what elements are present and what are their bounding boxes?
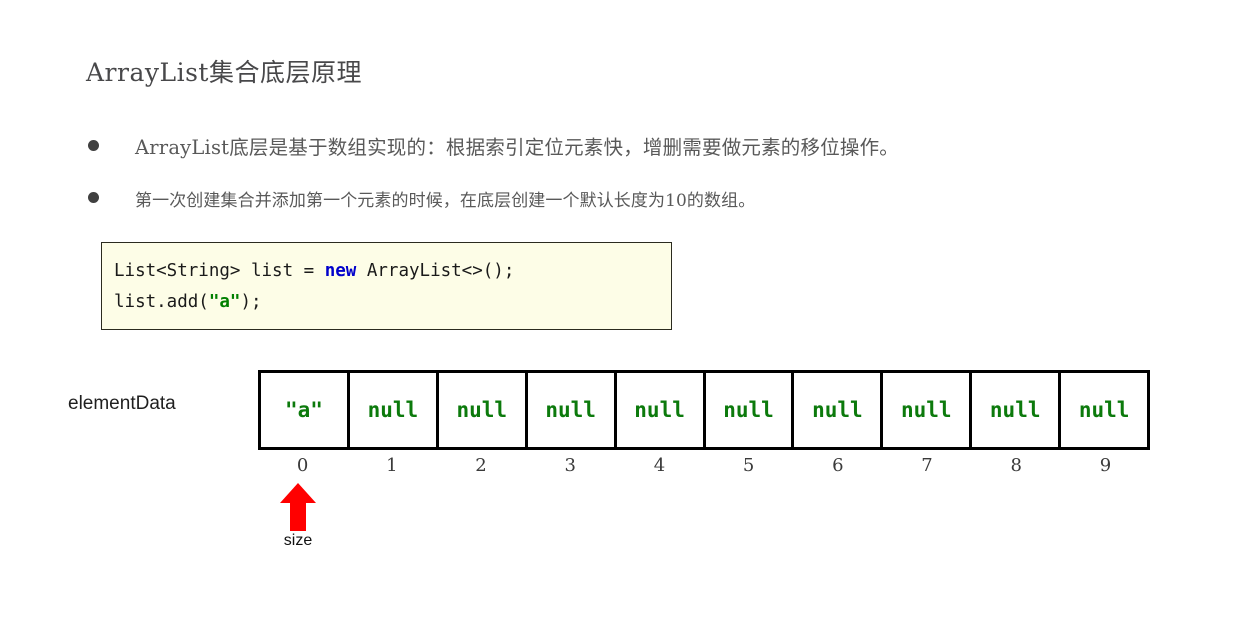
page-title: ArrayList集合底层原理 [86, 58, 362, 87]
code-line-2-part1: list.add( [114, 292, 209, 312]
array-index-9: 9 [1099, 455, 1112, 476]
array-index-0: 0 [296, 455, 309, 476]
array-cell-4: null [617, 373, 706, 447]
array-cell-8: null [972, 373, 1062, 447]
code-line-1: List<String> list = new ArrayList<>(); [114, 256, 671, 287]
size-pointer: size [275, 481, 321, 550]
up-arrow-icon [280, 483, 316, 531]
code-line-1-part2: ArrayList<>(); [356, 261, 515, 281]
bullet-text-1: ArrayList底层是基于数组实现的：根据索引定位元素快，增删需要做元素的移位… [135, 136, 899, 159]
array-cell-9: null [1078, 398, 1130, 422]
bullet-dot-icon [88, 140, 99, 151]
array-cell-5: null [706, 373, 795, 447]
array-index-5: 5 [742, 455, 755, 476]
bullet-text-2: 第一次创建集合并添加第一个元素的时候，在底层创建一个默认长度为10的数组。 [135, 191, 756, 211]
array-index-3: 3 [564, 455, 576, 476]
bullet-dot-icon [88, 192, 99, 203]
array-index-6: 6 [832, 455, 844, 476]
array-index-1: 1 [386, 455, 398, 476]
code-keyword-new: new [324, 261, 357, 281]
element-data-label: elementData [68, 393, 176, 414]
array-cell-7: null [883, 373, 973, 447]
bullet-item-2: 第一次创建集合并添加第一个元素的时候，在底层创建一个默认长度为10的数组。 [88, 186, 755, 211]
array-index-7: 7 [921, 455, 933, 476]
size-label: size [283, 532, 313, 549]
array-index-row: 0 1 2 3 4 5 6 7 8 9 [258, 455, 1150, 476]
array-cell-0: "a" [261, 373, 350, 447]
code-string-literal: "a" [208, 292, 241, 312]
code-line-2: list.add("a"); [114, 287, 671, 318]
bullet-item-1: ArrayList底层是基于数组实现的：根据索引定位元素快，增删需要做元素的移位… [88, 131, 899, 160]
array-cell-1: null [350, 373, 439, 447]
array-cells-row: "a" null null null null null null null n… [258, 370, 1150, 450]
array-diagram: "a" null null null null null null null n… [258, 370, 1150, 476]
array-index-2: 2 [475, 455, 487, 476]
array-cell-6: null [794, 373, 884, 447]
code-block: List<String> list = new ArrayList<>(); l… [101, 242, 672, 330]
array-cell-3: null [528, 373, 617, 447]
array-index-8: 8 [1010, 455, 1022, 476]
array-cell-2: null [439, 373, 528, 447]
array-index-4: 4 [653, 455, 666, 476]
code-line-2-part2: ); [240, 292, 262, 312]
code-line-1-part1: List<String> list = [114, 261, 325, 281]
